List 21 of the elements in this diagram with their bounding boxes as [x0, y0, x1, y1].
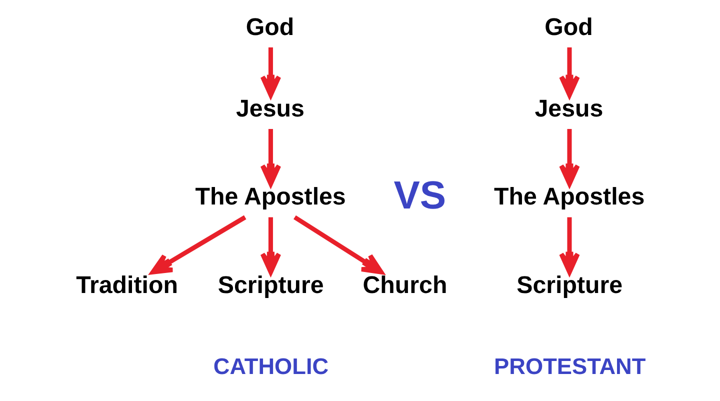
node-text: The Apostles — [194, 184, 346, 211]
arrow — [260, 217, 281, 274]
arrow — [260, 128, 281, 186]
arrow — [293, 215, 383, 274]
arrow — [558, 47, 580, 98]
arrow — [558, 217, 580, 274]
node-text: God — [544, 14, 592, 41]
arrow — [150, 215, 246, 274]
node-text: Tradition — [76, 272, 178, 299]
node-text: God — [245, 14, 294, 41]
arrow — [260, 47, 281, 98]
node-text: Jesus — [236, 95, 304, 122]
node-text: Church — [362, 272, 447, 299]
arrow — [558, 128, 580, 186]
label: PROTESTANT — [494, 354, 646, 380]
label: CATHOLIC — [212, 354, 328, 380]
node-text: Scripture — [217, 272, 324, 299]
node-text: Scripture — [516, 272, 622, 299]
label: VS — [393, 173, 446, 218]
node-text: The Apostles — [494, 184, 644, 211]
node-text: Jesus — [534, 95, 603, 122]
